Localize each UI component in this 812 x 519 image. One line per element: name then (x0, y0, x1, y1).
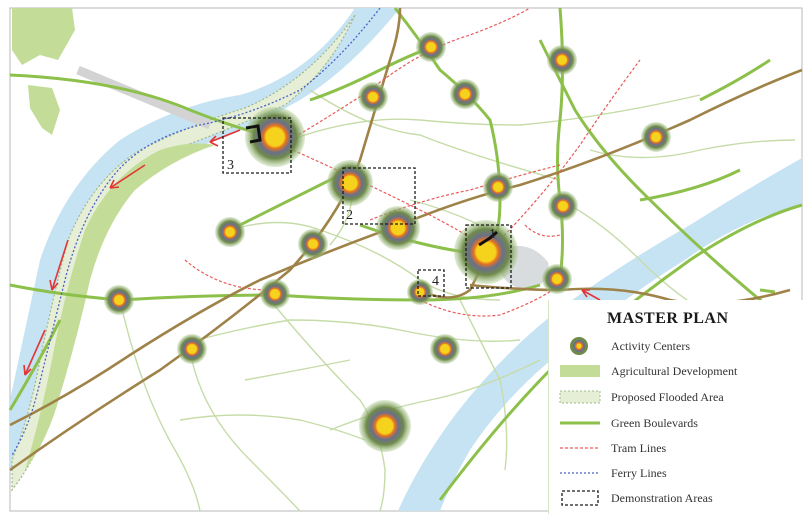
activity-center[interactable] (450, 79, 480, 109)
legend-title: MASTER PLAN (607, 310, 729, 327)
agri-left (25, 143, 215, 471)
activity-center-icon (570, 337, 588, 355)
legend-label: Green Boulevards (611, 416, 698, 430)
activity-center[interactable] (416, 32, 446, 62)
agriculture-swatch-icon (560, 365, 600, 377)
demo-area-label: 2 (346, 208, 353, 223)
demo-area-3[interactable] (222, 117, 292, 174)
legend-label: Proposed Flooded Area (611, 390, 724, 404)
activity-center[interactable] (454, 220, 518, 284)
activity-center[interactable] (245, 107, 305, 167)
legend-label: Tram Lines (611, 441, 667, 455)
activity-centers (104, 32, 671, 452)
demo-area-label: 4 (432, 274, 439, 289)
legend-item-agricultural-development: Agricultural Development (559, 361, 804, 381)
agri-top-left (12, 8, 75, 65)
legend-label: Activity Centers (611, 339, 690, 353)
activity-center[interactable] (641, 122, 671, 152)
legend-label: Ferry Lines (611, 466, 667, 480)
activity-center[interactable] (547, 45, 577, 75)
activity-center[interactable] (542, 264, 572, 294)
demo-area-2[interactable] (342, 167, 416, 225)
legend-item-activity-centers: Activity Centers (559, 336, 804, 356)
activity-center[interactable] (483, 172, 513, 202)
agri-small-left (28, 85, 60, 135)
river-right (398, 158, 802, 511)
flood-swatch-icon (559, 390, 601, 404)
flow-arrows (23, 129, 601, 376)
legend-label: Agricultural Development (611, 364, 738, 378)
demo-area-label: 1 (489, 227, 496, 242)
demo-area-1[interactable] (465, 224, 512, 289)
tram-line-icon (560, 447, 600, 449)
activity-center[interactable] (358, 82, 388, 112)
activity-center[interactable] (376, 206, 420, 250)
activity-center[interactable] (177, 334, 207, 364)
legend-item-proposed-flooded-area: Proposed Flooded Area (559, 387, 804, 407)
demo-area-4[interactable] (417, 269, 445, 297)
activity-center[interactable] (104, 285, 134, 315)
legend-item-green-boulevards: Green Boulevards (559, 413, 804, 433)
project-markers (245, 124, 498, 247)
activity-center[interactable] (548, 191, 578, 221)
activity-center[interactable] (327, 160, 373, 206)
activity-center[interactable] (298, 229, 328, 259)
minor-roads (119, 89, 796, 512)
legend-item-tram-lines: Tram Lines (559, 438, 804, 458)
legend-panel: MASTER PLAN Activity Centers Agricultura… (548, 300, 807, 514)
ferry-line-icon (560, 472, 600, 474)
activity-center[interactable] (430, 334, 460, 364)
activity-center[interactable] (359, 400, 411, 452)
legend-item-ferry-lines: Ferry Lines (559, 463, 804, 483)
legend-item-demonstration-areas: Demonstration Areas (559, 488, 804, 508)
demo-area-icon (561, 490, 599, 506)
demonstration-areas (222, 117, 512, 297)
ferry-line (11, 7, 381, 456)
activity-center[interactable] (260, 279, 290, 309)
demo-area-label: 3 (227, 158, 234, 173)
boulevard-line-icon (560, 421, 600, 425)
activity-center[interactable] (215, 217, 245, 247)
legend-label: Demonstration Areas (611, 491, 713, 505)
activity-center[interactable] (407, 279, 433, 305)
grey-strip (76, 65, 212, 130)
